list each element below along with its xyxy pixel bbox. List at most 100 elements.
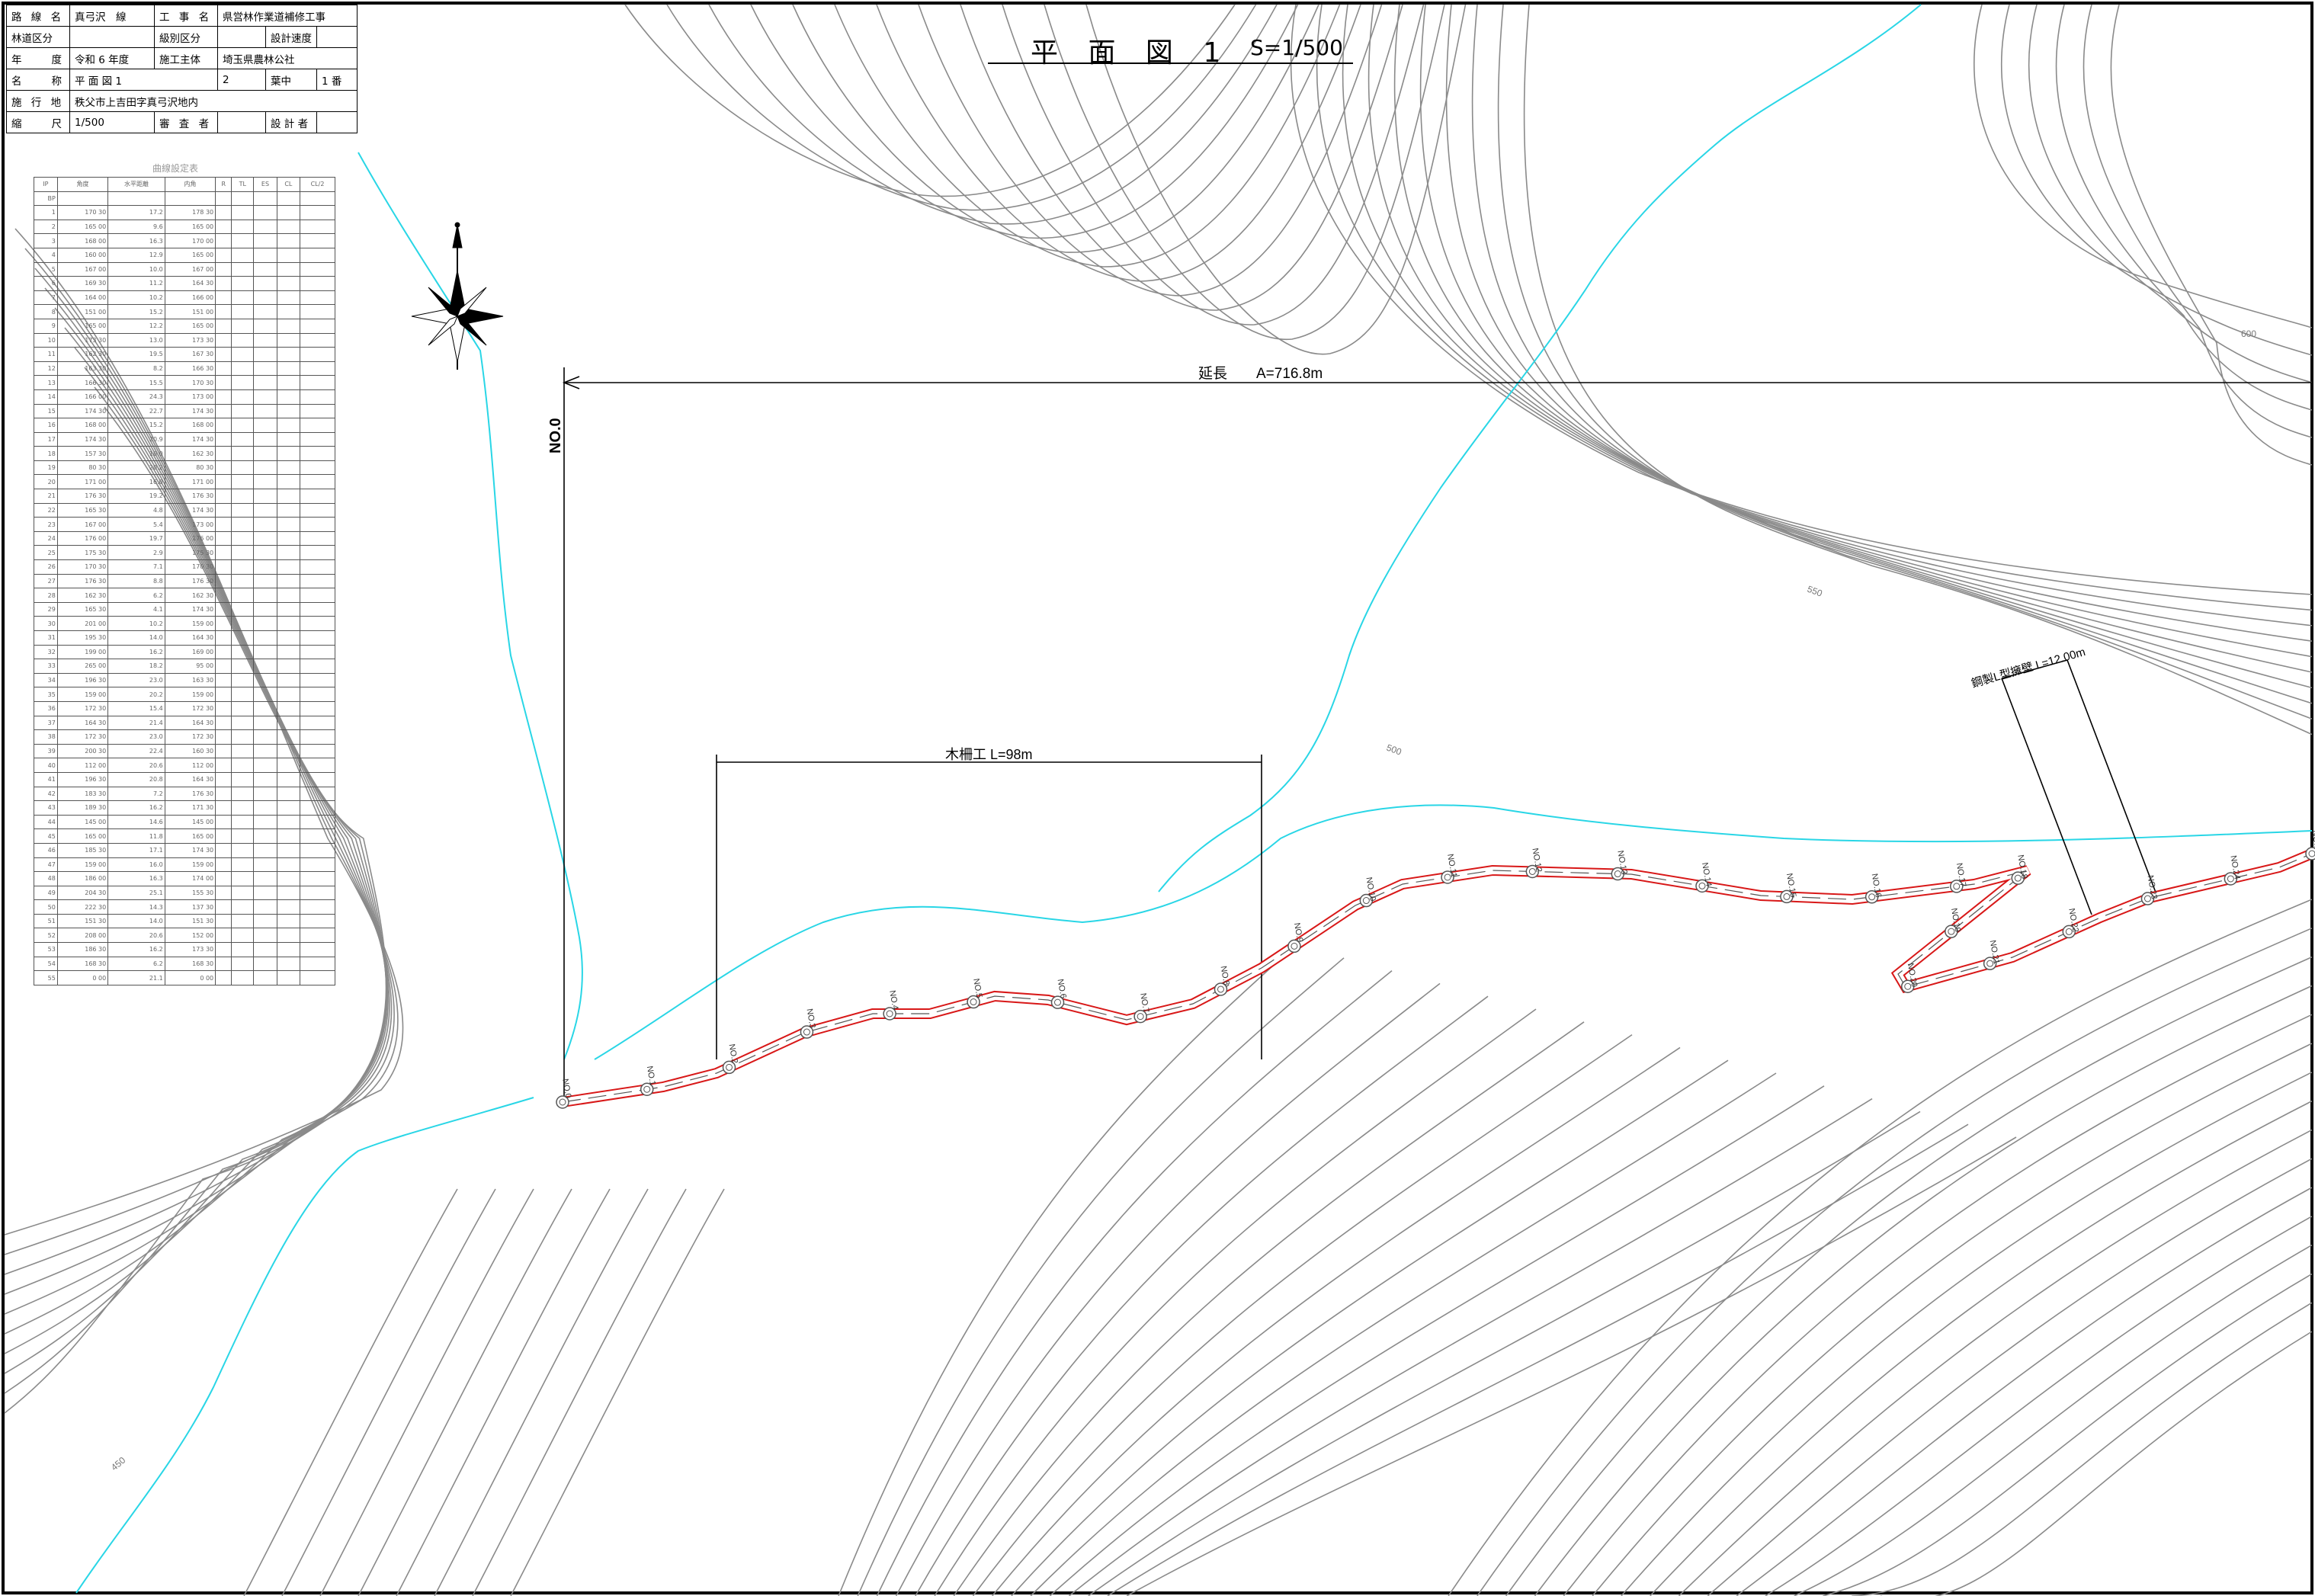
- table-cell: [231, 700, 255, 716]
- station-marker: [2062, 925, 2076, 939]
- station-marker-inner: [970, 998, 977, 1006]
- table-cell: 7.2: [107, 786, 165, 802]
- table-cell: 17.2: [107, 205, 165, 220]
- table-cell: 50: [34, 899, 58, 915]
- table-cell: 20.8: [107, 771, 165, 787]
- table-cell: [231, 771, 255, 787]
- contour-line: [1126, 1136, 2017, 1596]
- table-cell: 171 00: [56, 474, 109, 490]
- table-cell: [276, 786, 300, 802]
- table-cell: [276, 573, 300, 589]
- stream-mid: [594, 804, 2313, 1060]
- table-cell: [231, 942, 255, 957]
- table-cell: [231, 318, 255, 334]
- table-cell: 189 30: [56, 800, 109, 816]
- curve-table-header-cell: ES: [253, 177, 277, 192]
- table-cell: [215, 758, 232, 773]
- contour-line: [434, 1188, 649, 1596]
- table-cell: [107, 191, 165, 207]
- table-cell: [299, 290, 336, 306]
- table-cell: 164 30: [56, 715, 109, 731]
- table-cell: [276, 857, 300, 873]
- table-cell: 15.2: [107, 418, 165, 433]
- table-cell: 165 00: [164, 219, 216, 235]
- station-marker-inner: [1783, 893, 1791, 900]
- table-cell: [231, 489, 255, 504]
- table-cell: [215, 431, 232, 447]
- table-cell: [231, 871, 255, 886]
- table-cell: [253, 899, 277, 915]
- measure-lines: [562, 367, 2312, 1102]
- table-cell: [276, 489, 300, 504]
- station-label: NO.13: [1615, 850, 1628, 875]
- contour-line: [1534, 985, 2313, 1596]
- table-cell: [276, 700, 300, 716]
- table-cell: 172 30: [164, 729, 216, 745]
- retaining-dim: [2001, 659, 2068, 679]
- table-cell: 171 00: [164, 474, 216, 490]
- work-label: 工 事 名: [154, 5, 218, 27]
- station-label: NO.18: [2015, 854, 2028, 880]
- table-cell: [215, 899, 232, 915]
- table-cell: 162 30: [164, 446, 216, 461]
- table-cell: 173 30: [164, 942, 216, 957]
- table-cell: 12.9: [107, 247, 165, 263]
- table-cell: 14.3: [107, 899, 165, 915]
- table-cell: 44: [34, 814, 58, 830]
- table-cell: [276, 885, 300, 901]
- curve-table-header-cell: TL: [231, 177, 255, 192]
- table-cell: 16.2: [107, 644, 165, 660]
- table-cell: 159 00: [56, 857, 109, 873]
- table-cell: [253, 942, 277, 957]
- table-cell: [253, 276, 277, 291]
- table-cell: [299, 219, 336, 235]
- table-cell: 168 30: [164, 956, 216, 972]
- table-cell: 151 30: [56, 913, 109, 929]
- table-cell: [276, 942, 300, 957]
- station-marker: [1901, 979, 1915, 993]
- table-cell: [231, 616, 255, 631]
- table-cell: 22.7: [107, 403, 165, 419]
- table-cell: [215, 885, 232, 901]
- table-cell: [215, 630, 232, 646]
- site-value: 秩父市上吉田字真弓沢地内: [69, 90, 358, 112]
- table-cell: [276, 332, 300, 348]
- table-cell: [253, 588, 277, 603]
- table-cell: [253, 842, 277, 858]
- table-cell: [231, 276, 255, 291]
- curve-table-title: 曲線設定表: [152, 163, 199, 174]
- table-cell: [231, 630, 255, 646]
- table-cell: [253, 644, 277, 660]
- table-cell: 208 00: [56, 928, 109, 944]
- curve-table-header-cell: IP: [34, 177, 58, 192]
- table-cell: [299, 559, 336, 575]
- table-cell: 22: [34, 502, 58, 518]
- table-cell: [231, 800, 255, 816]
- table-cell: 6: [34, 276, 58, 291]
- table-cell: [215, 687, 232, 702]
- station-marker-inner: [1291, 942, 1298, 950]
- table-cell: [253, 290, 277, 306]
- station-marker-inner: [1444, 873, 1451, 881]
- table-cell: 168 30: [56, 956, 109, 972]
- curve-table-header-cell: R: [215, 177, 232, 192]
- table-cell: [215, 191, 232, 207]
- table-cell: 23: [34, 517, 58, 532]
- contour-line: [1011, 1059, 1729, 1596]
- table-cell: 165 00: [164, 247, 216, 263]
- contour-line: [2110, 4, 2313, 466]
- table-cell: [253, 672, 277, 688]
